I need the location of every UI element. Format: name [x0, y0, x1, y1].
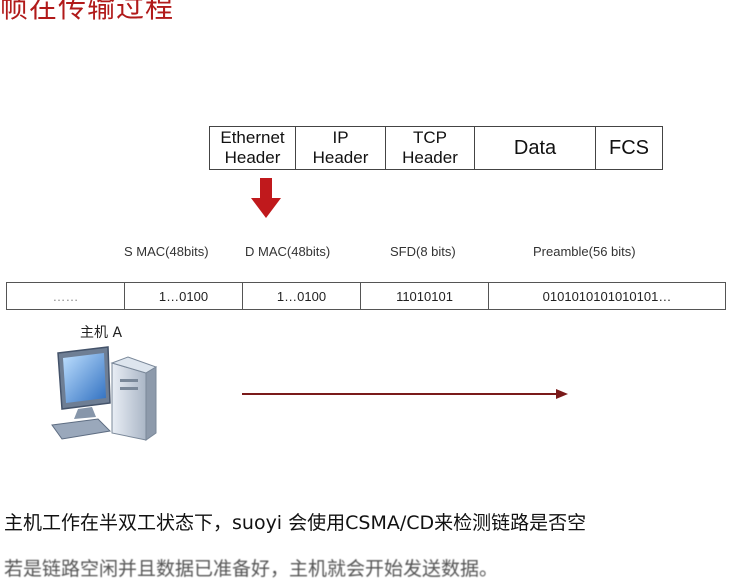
frame-cell-line: Header	[312, 148, 369, 167]
field-label-dmac: D MAC(48bits)	[245, 244, 331, 259]
transmission-arrow-icon	[242, 389, 568, 399]
body-text-line-1: 主机工作在半双工状态下，suoyi 会使用CSMA/CD来检测链路是否空	[4, 512, 587, 534]
field-label-preamble: Preamble(56 bits)	[533, 244, 636, 259]
bit-cell-dmac: 1…0100	[243, 283, 361, 309]
frame-structure: Ethernet Header IP Header TCP Header Dat…	[209, 126, 663, 170]
frame-cell-line: IP	[332, 128, 349, 147]
bit-cell-sfd: 11010101	[361, 283, 489, 309]
computer-icon	[51, 346, 158, 441]
field-label-smac: S MAC(48bits)	[124, 244, 209, 259]
field-label-sfd: SFD(8 bits)	[390, 244, 456, 259]
body-text-line-2: 若是链路空闲并且数据已准备好，主机就会开始发送数据。	[4, 558, 499, 580]
page-title: 帧在传输过程	[0, 0, 175, 24]
frame-cell-ethernet-header: Ethernet Header	[210, 127, 296, 169]
frame-cell-line: Header	[224, 148, 281, 167]
down-arrow-icon	[251, 178, 281, 218]
frame-cell-data: Data	[475, 127, 596, 169]
bit-cell-ellipsis: ……	[7, 283, 125, 309]
frame-cell-fcs: FCS	[596, 127, 662, 169]
frame-cell-line: TCP	[413, 128, 447, 147]
frame-cell-line: Ethernet	[220, 128, 285, 147]
bit-cell-smac: 1…0100	[125, 283, 243, 309]
bit-stream-row: …… 1…0100 1…0100 11010101 01010101010101…	[6, 282, 726, 310]
frame-cell-ip-header: IP Header	[296, 127, 386, 169]
host-label: 主机 A	[80, 325, 123, 341]
frame-cell-tcp-header: TCP Header	[386, 127, 475, 169]
frame-cell-line: Data	[513, 137, 557, 159]
bit-cell-preamble: 0101010101010101…	[542, 288, 672, 304]
frame-cell-line: Header	[402, 148, 458, 167]
frame-cell-line: FCS	[609, 137, 649, 159]
